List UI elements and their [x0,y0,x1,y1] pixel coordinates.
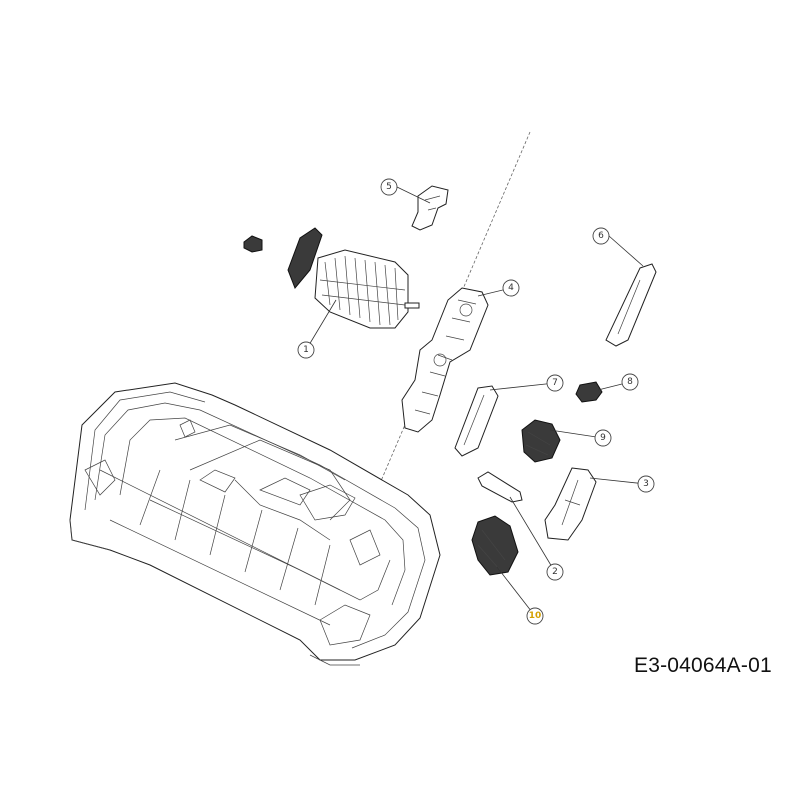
callout-9: 9 [594,429,612,447]
callout-3: 3 [637,475,655,493]
cover-strip [605,263,657,347]
callout-5-label: 5 [386,182,392,192]
leader-10 [496,566,536,617]
callout-1-label: 1 [303,345,309,355]
callout-5: 5 [380,178,398,196]
bracket-part [411,185,449,231]
callout-2-label: 2 [552,567,558,577]
motor-shaft [404,302,420,309]
callout-8: 8 [621,373,639,391]
callout-8-label: 8 [627,377,633,387]
leader-3 [589,477,647,485]
leader-6 [608,235,644,267]
side-cover [454,385,499,457]
leader-1 [305,299,337,351]
drive-gear [471,515,519,576]
motor-assembly [243,227,420,329]
callout-6-label: 6 [598,231,604,241]
leader-9 [549,429,604,439]
callout-10-label: 10 [529,611,542,621]
callout-7-label: 7 [552,378,558,388]
callout-9-label: 9 [600,433,606,443]
leader-5 [396,186,431,204]
mower-housing [69,382,441,666]
leader-7 [489,382,556,391]
leader-lines [305,186,647,617]
motor-brush-clip [243,235,263,253]
main-gear [521,419,561,463]
axle-pin [477,471,523,503]
callout-2: 2 [546,563,564,581]
callout-6: 6 [592,227,610,245]
callout-4-label: 4 [508,283,514,293]
gearbox-plate [401,287,489,433]
callout-4: 4 [502,279,520,297]
lever-bracket [544,467,597,541]
small-gear [575,381,603,403]
drawing-code-label: E3-04064A-01 [634,654,772,677]
leader-2 [509,496,556,573]
callout-7: 7 [546,374,564,392]
callout-3-label: 3 [643,479,649,489]
callout-1: 1 [297,341,315,359]
callout-10: 10 [526,607,544,625]
